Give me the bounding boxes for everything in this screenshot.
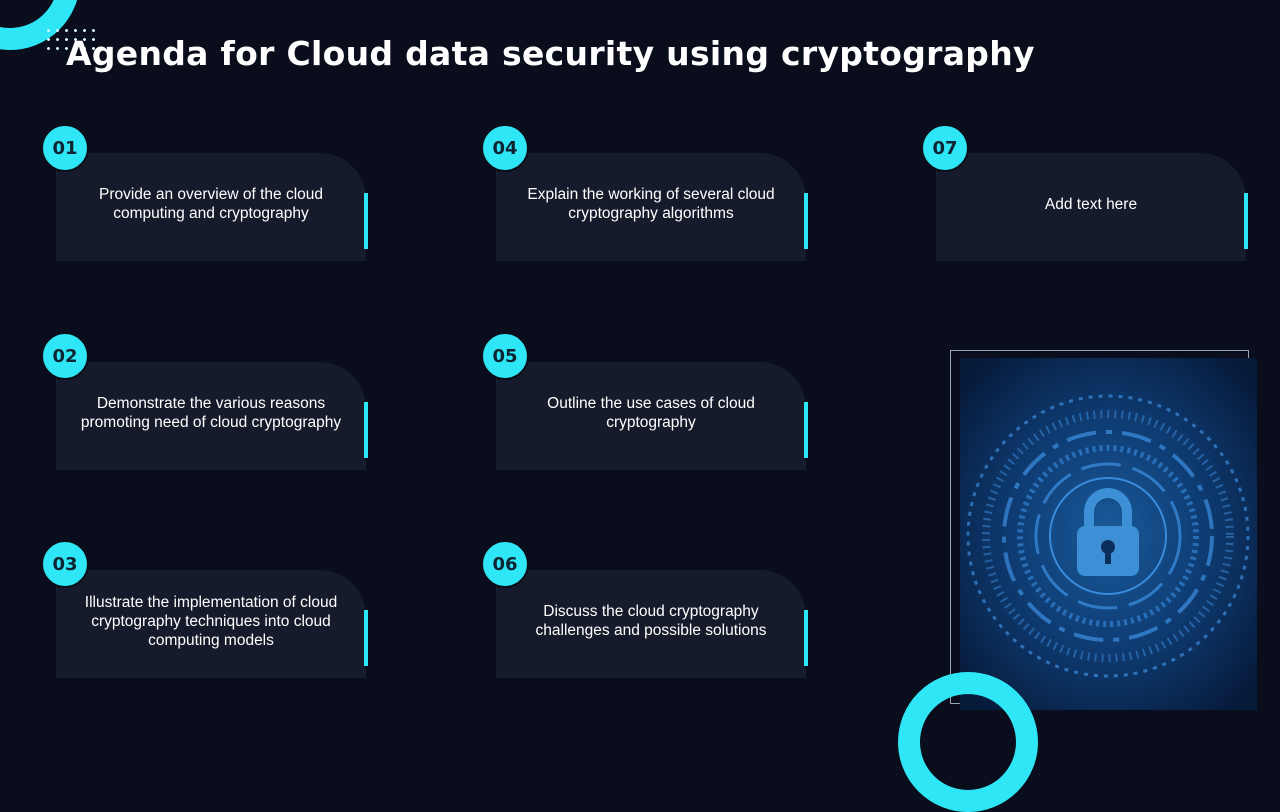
agenda-item-text: Demonstrate the various reasons promotin… bbox=[80, 395, 342, 431]
agenda-number-badge: 04 bbox=[481, 124, 529, 172]
card-accent-bar bbox=[364, 610, 368, 666]
card-accent-bar bbox=[1244, 193, 1248, 249]
cyber-security-lock-image bbox=[960, 358, 1257, 710]
agenda-card-06: Discuss the cloud cryptography challenge… bbox=[496, 570, 808, 678]
agenda-number-badge: 05 bbox=[481, 332, 529, 380]
agenda-number-badge: 02 bbox=[41, 332, 89, 380]
agenda-number-badge: 07 bbox=[921, 124, 969, 172]
agenda-card-05: Outline the use cases of cloud cryptogra… bbox=[496, 362, 808, 470]
agenda-card-07: Add text here bbox=[936, 153, 1248, 261]
card-accent-bar bbox=[364, 402, 368, 458]
page-title: Agenda for Cloud data security using cry… bbox=[66, 34, 1035, 73]
decorative-dot-grid bbox=[44, 26, 100, 52]
agenda-item-text: Explain the working of several cloud cry… bbox=[527, 186, 775, 222]
agenda-card-02: Demonstrate the various reasons promotin… bbox=[56, 362, 368, 470]
agenda-item-text: Add text here bbox=[1044, 195, 1138, 213]
agenda-item-text: Illustrate the implementation of cloud c… bbox=[84, 593, 338, 649]
card-accent-bar bbox=[804, 402, 808, 458]
padlock-icon bbox=[1077, 488, 1139, 576]
decorative-bottom-arc bbox=[898, 672, 1038, 812]
agenda-card-01: Provide an overview of the cloud computi… bbox=[56, 153, 368, 261]
agenda-card-03: Illustrate the implementation of cloud c… bbox=[56, 570, 368, 678]
card-accent-bar bbox=[804, 610, 808, 666]
agenda-item-text: Provide an overview of the cloud computi… bbox=[98, 186, 324, 222]
agenda-card-04: Explain the working of several cloud cry… bbox=[496, 153, 808, 261]
card-accent-bar bbox=[804, 193, 808, 249]
agenda-item-text: Discuss the cloud cryptography challenge… bbox=[535, 603, 767, 639]
agenda-item-text: Outline the use cases of cloud cryptogra… bbox=[547, 395, 755, 431]
agenda-number-badge: 06 bbox=[481, 540, 529, 588]
card-accent-bar bbox=[364, 193, 368, 249]
agenda-number-badge: 01 bbox=[41, 124, 89, 172]
agenda-number-badge: 03 bbox=[41, 540, 89, 588]
